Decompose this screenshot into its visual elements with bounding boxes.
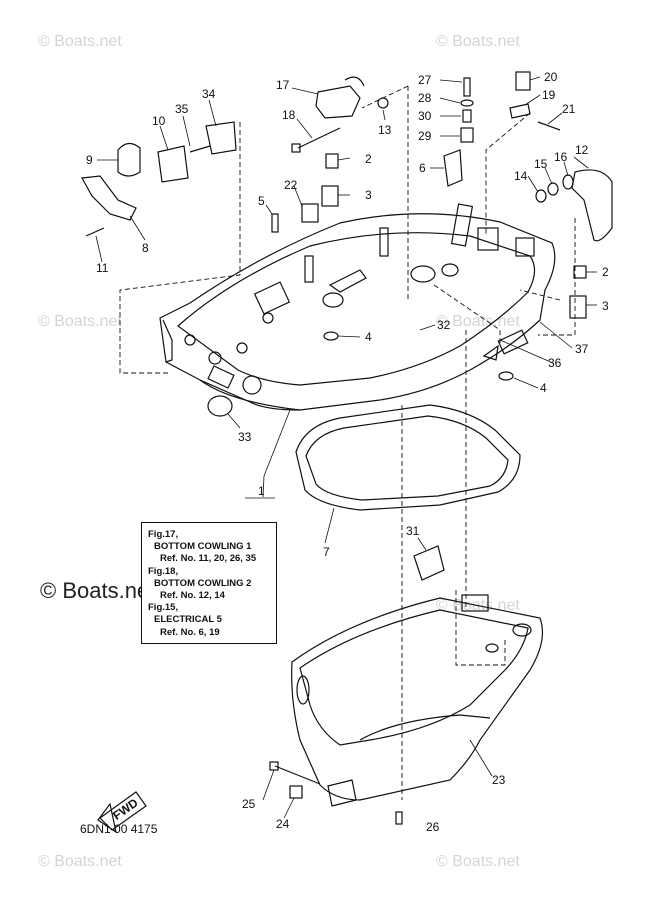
callout-1: 1 xyxy=(258,484,265,498)
callout-34: 34 xyxy=(202,87,216,101)
note-line-8: ELECTRICAL 5 xyxy=(154,614,222,626)
watermark-bottom-left: © Boats.net xyxy=(38,853,122,870)
callout-16: 16 xyxy=(554,150,568,164)
bottom-cowling-lower xyxy=(291,594,543,801)
callout-22: 22 xyxy=(284,178,298,192)
callout-15: 15 xyxy=(534,157,548,171)
note-line-4: Fig.18, xyxy=(148,565,179,577)
callout-7: 7 xyxy=(323,545,330,559)
group-outline-right-link xyxy=(519,289,561,301)
bottom-cowling-upper xyxy=(159,203,556,411)
callout-2-upper: 2 xyxy=(365,152,372,166)
callout-24: 24 xyxy=(276,817,290,831)
callout-14: 14 xyxy=(514,169,528,183)
group-outline-far-right xyxy=(538,218,576,336)
callout-29: 29 xyxy=(418,129,432,143)
callout-33: 33 xyxy=(238,430,252,444)
note-line-6: Ref. No. 12, 14 xyxy=(160,590,225,602)
watermark-top-left: © Boats.net xyxy=(38,33,122,50)
callout-37: 37 xyxy=(575,342,589,356)
callout-30: 30 xyxy=(418,109,432,123)
callout-3-right: 3 xyxy=(602,299,609,313)
callout-6: 6 xyxy=(419,161,426,175)
fwd-label: FWD xyxy=(110,795,141,822)
callout-27: 27 xyxy=(418,73,432,87)
callout-5: 5 xyxy=(258,194,265,208)
leader-lines xyxy=(95,76,597,819)
watermark-mid-left: © Boats.net xyxy=(38,313,122,330)
callout-11: 11 xyxy=(96,261,109,275)
watermark-bottom-right: © Boats.net xyxy=(436,853,520,870)
callout-8: 8 xyxy=(142,241,149,255)
note-line-2: BOTTOM COWLING 1 xyxy=(154,541,252,553)
callout-21: 21 xyxy=(562,102,576,116)
callout-20: 20 xyxy=(544,70,558,84)
callout-4-right: 4 xyxy=(540,381,547,395)
note-line-9: Ref. No. 6, 19 xyxy=(160,626,220,638)
note-line-7: Fig.15, xyxy=(148,602,179,614)
callout-19: 19 xyxy=(542,88,556,102)
callout-36: 36 xyxy=(548,356,562,370)
callout-32: 32 xyxy=(437,318,451,332)
group-outline-lower-right xyxy=(455,590,506,666)
diagram-code: 6DN1 00 4175 xyxy=(80,822,158,836)
group-outline-left xyxy=(119,122,241,374)
callout-9: 9 xyxy=(86,153,93,167)
group-outline-right xyxy=(485,112,531,235)
callout-4-inner: 4 xyxy=(365,330,372,344)
group-outline-top-link xyxy=(361,85,409,109)
callout-25: 25 xyxy=(242,797,256,811)
callout-12: 12 xyxy=(575,143,589,157)
callout-labels: 1 2 2 3 3 4 4 5 6 7 8 9 10 11 12 13 14 1… xyxy=(86,70,609,834)
callout-26: 26 xyxy=(426,820,440,834)
reference-note: Fig.17, BOTTOM COWLING 1 Ref. No. 11, 20… xyxy=(141,522,277,644)
group-outlines xyxy=(119,85,576,800)
gasket-seal xyxy=(295,404,521,511)
callout-2-right: 2 xyxy=(602,265,609,279)
note-line-1: Fig.17, xyxy=(148,529,179,540)
note-line-3: Ref. No. 11, 20, 26, 35 xyxy=(160,553,257,565)
callout-3-upper: 3 xyxy=(365,188,372,202)
callout-10: 10 xyxy=(152,114,166,128)
callout-23: 23 xyxy=(492,773,506,787)
note-line-5: BOTTOM COWLING 2 xyxy=(154,577,252,589)
callout-18: 18 xyxy=(282,108,296,122)
watermarks: © Boats.net © Boats.net © Boats.net © Bo… xyxy=(38,33,520,870)
callout-28: 28 xyxy=(418,91,432,105)
callout-17: 17 xyxy=(276,78,290,92)
callout-31: 31 xyxy=(406,524,420,538)
callout-13: 13 xyxy=(378,123,392,137)
callout-35: 35 xyxy=(175,102,189,116)
hardware-parts xyxy=(81,71,613,834)
watermark-large: © Boats.net xyxy=(40,578,155,603)
watermark-top-right: © Boats.net xyxy=(436,33,520,50)
